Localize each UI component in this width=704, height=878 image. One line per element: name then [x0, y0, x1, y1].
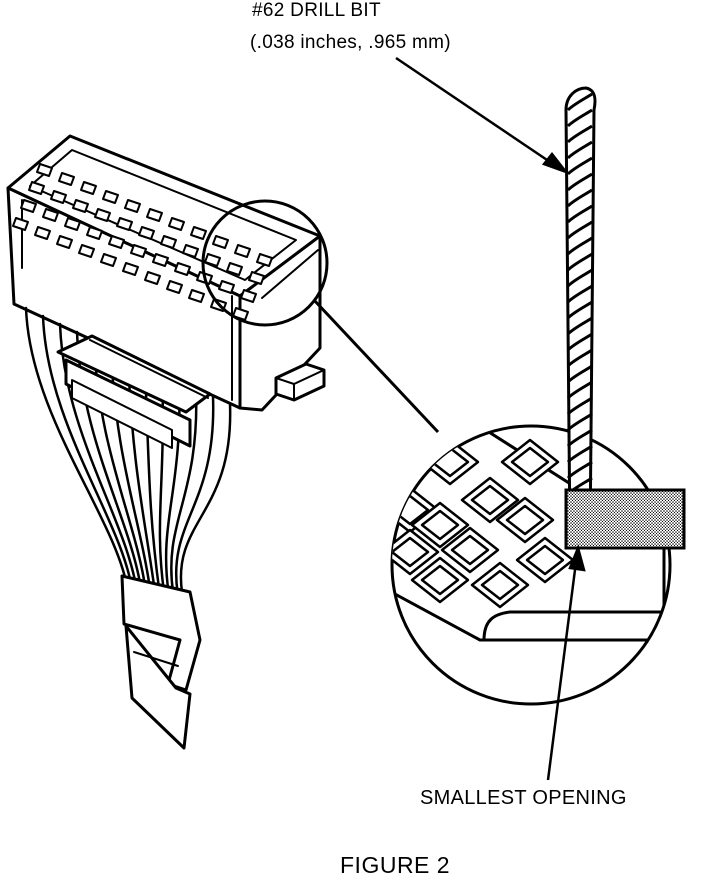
- gauge-block: [564, 488, 686, 550]
- magnified-view: [390, 424, 672, 706]
- wiring-connector: [6, 134, 326, 750]
- drill-bit: [564, 86, 597, 542]
- smallest-opening-label: SMALLEST OPENING: [420, 787, 627, 809]
- drill-bit-dimensions-label: (.038 inches, .965 mm): [250, 32, 451, 53]
- leader-arrows: [395, 56, 586, 781]
- figure-caption: FIGURE 2: [340, 852, 451, 878]
- drill-bit-label: #62 DRILL BIT: [252, 0, 381, 21]
- zoom-source-circle: [201, 199, 440, 434]
